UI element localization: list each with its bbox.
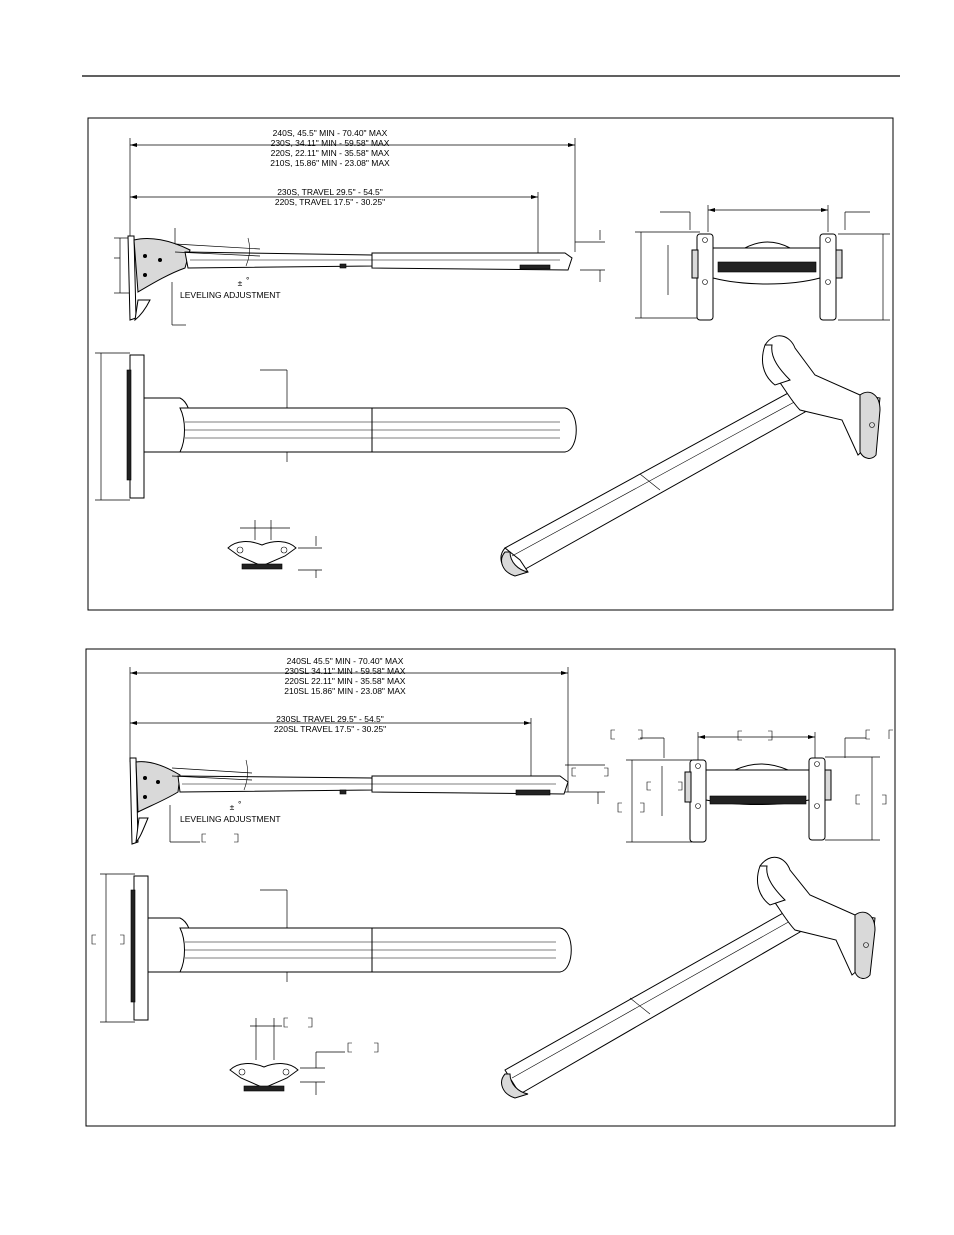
end-view [635, 205, 890, 321]
length-line-1: 240S, 45.5" MIN - 70.40" MAX [273, 128, 388, 138]
travel-line-2-bottom: 220SL TRAVEL 17.5" - 30.25" [274, 724, 386, 734]
panel-bottom-frame [85, 648, 896, 1127]
panel-top-frame [87, 117, 894, 611]
length-line-3-bottom: 220SL 22.11" MIN - 35.58" MAX [285, 676, 406, 686]
plan-view-bottom [91, 873, 572, 1023]
overall-length-dimension-bottom [129, 667, 569, 792]
cross-section-bottom [229, 1017, 379, 1095]
leveling-label-bottom: LEVELING ADJUSTMENT [180, 814, 281, 824]
end-view-bottom [610, 729, 893, 843]
side-view-bottom [129, 757, 609, 845]
pm-symbol: ± [238, 278, 243, 288]
pm-symbol-bottom: ± [230, 802, 235, 812]
degree-symbol-bottom: ° [238, 799, 241, 809]
length-line-1-bottom: 240SL 45.5" MIN - 70.40" MAX [287, 656, 404, 666]
travel-line-2: 220S, TRAVEL 17.5" - 30.25" [275, 197, 385, 207]
length-line-2: 230S, 34.11" MIN - 59.58" MAX [271, 138, 390, 148]
plan-view [95, 352, 577, 501]
overall-length-dimension [129, 138, 576, 252]
isometric-view-bottom [501, 856, 876, 1099]
travel-line-1: 230S, TRAVEL 29.5" - 54.5" [277, 187, 383, 197]
travel-line-1-bottom: 230SL TRAVEL 29.5" - 54.5" [276, 714, 384, 724]
length-line-2-bottom: 230SL 34.11" MIN - 59.58" MAX [285, 666, 406, 676]
side-view [114, 228, 605, 326]
travel-dimension [130, 192, 539, 262]
leveling-label: LEVELING ADJUSTMENT [180, 290, 281, 300]
panel-top: 240S, 45.5" MIN - 70.40" MAX 230S, 34.11… [87, 117, 894, 611]
panel-bottom: 240SL 45.5" MIN - 70.40" MAX 230SL 34.11… [85, 648, 896, 1127]
length-line-4-bottom: 210SL 15.86" MIN - 23.08" MAX [284, 686, 406, 696]
length-line-4: 210S, 15.86" MIN - 23.08" MAX [270, 158, 390, 168]
degree-symbol: ° [246, 275, 249, 285]
isometric-view [500, 335, 881, 577]
cross-section [227, 520, 322, 578]
length-line-3: 220S, 22.11" MIN - 35.58" MAX [271, 148, 390, 158]
